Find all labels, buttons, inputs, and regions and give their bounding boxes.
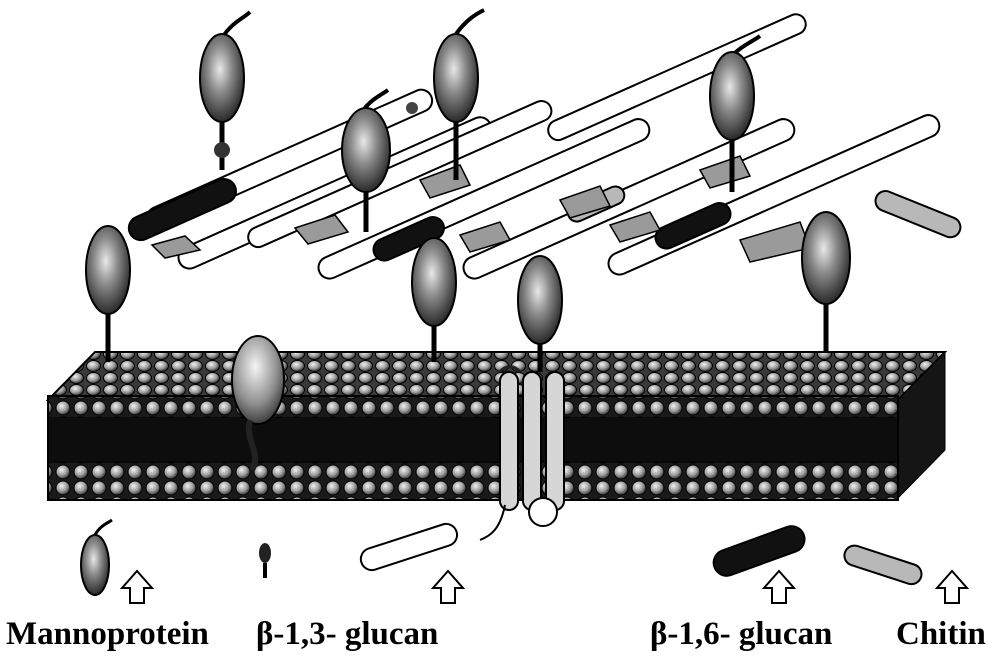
membrane-inner-leaflet [48,462,898,500]
mannoprotein [412,238,456,362]
mannan-stalk-legend-icon [259,543,271,578]
arrow-up-icon [122,571,152,603]
chitin-legend-icon [842,543,924,587]
mannoprotein [802,212,850,352]
plasma-membrane [48,352,945,500]
mannoprotein-legend-icon [81,520,112,595]
beta-1-3-glucan-legend-icon [358,521,460,573]
beta-1-6-glucan-legend-icon [710,523,808,580]
membrane-core [48,418,898,462]
beta-1-6-glucan-label: β-1,6- glucan [650,614,832,654]
beta-1-3-glucan-label: β-1,3- glucan [256,614,438,654]
arrow-up-icon [433,571,463,603]
legend-icons [81,520,967,603]
arrow-up-icon [937,571,967,603]
membrane-outer-leaflet [48,396,898,418]
chitin-label: Chitin [896,614,986,654]
mannoprotein [86,226,130,362]
membrane-top-surface [48,352,945,400]
mannoprotein [200,12,250,170]
mannoprotein-label: Mannoprotein [6,614,209,654]
arrow-up-icon [764,571,794,603]
